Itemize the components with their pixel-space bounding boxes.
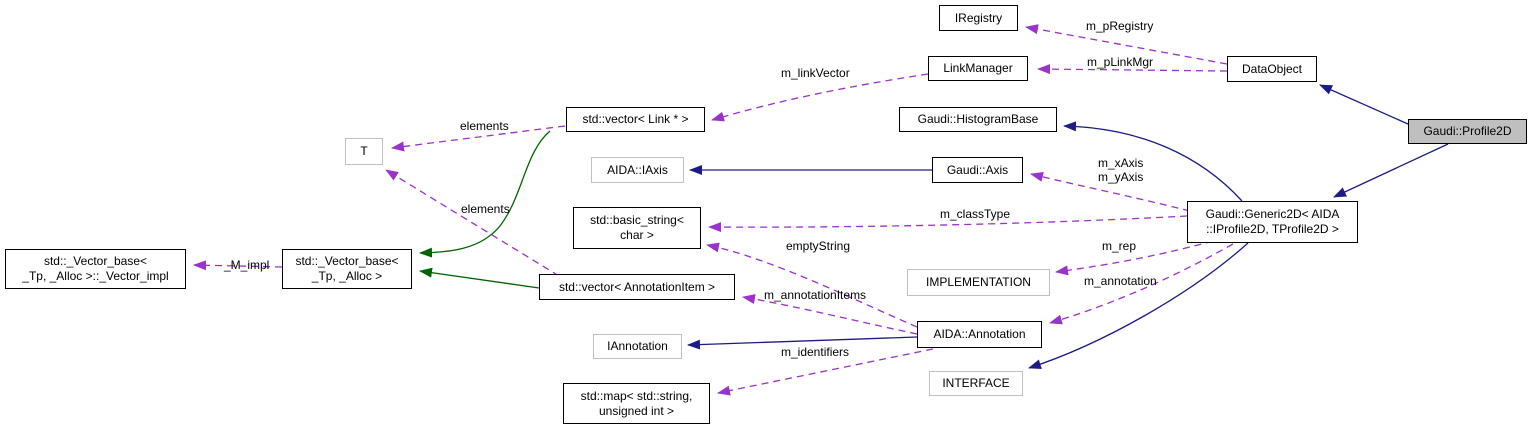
edge-label-m-identifiers: m_identifiers: [781, 345, 850, 359]
node-std-map[interactable]: std::map< std::string, unsigned int >: [563, 383, 710, 424]
node-std-vector-annotationitem[interactable]: std::vector< AnnotationItem >: [539, 274, 735, 300]
edge-m-plinkmgr: [1037, 64, 1228, 75]
node-aida-iaxis[interactable]: AIDA::IAxis: [591, 157, 684, 183]
edge-label-m-linkvector: m_linkVector: [781, 66, 850, 80]
edge-label-m-annotationitems: m_annotationItems: [764, 288, 867, 302]
edge-m-classtype: [708, 215, 1188, 233]
edge-label-elements-link: elements: [460, 119, 509, 133]
node-gaudi-histogrambase[interactable]: Gaudi::HistogramBase: [899, 107, 1057, 132]
edge-elements-link: [391, 125, 566, 152]
edge-inherit-generic2d-interface: [1028, 242, 1249, 370]
edge-label-elements-annotation: elements: [461, 202, 510, 216]
edge-m-annotationitems: [742, 294, 918, 335]
edge-inherit-profile2d-dataobject: [1319, 84, 1409, 125]
node-t[interactable]: T: [345, 138, 383, 165]
edge-inherit-profile2d-generic2d: [1333, 143, 1449, 198]
edge-inherit-annotation-iannotation: [687, 336, 918, 350]
edge-m-axes: [1030, 171, 1191, 212]
edge-label-m-annotation: m_annotation: [1084, 274, 1157, 288]
node-std-vector-base-impl[interactable]: std::_Vector_base< _Tp, _Alloc >::_Vecto…: [5, 249, 186, 289]
node-iregistry[interactable]: IRegistry: [939, 5, 1018, 31]
edge-label-m-rep: m_rep: [1102, 239, 1137, 253]
edge-label-emptystring: emptyString: [786, 239, 851, 253]
node-interface[interactable]: INTERFACE: [929, 371, 1023, 396]
edge-m-annotation: [1049, 243, 1234, 325]
node-dataobject[interactable]: DataObject: [1227, 56, 1317, 82]
node-iannotation[interactable]: IAnnotation: [593, 334, 682, 359]
edge-label-m-classtype: m_classType: [940, 207, 1011, 221]
node-linkmanager[interactable]: LinkManager: [928, 56, 1028, 81]
edge-m-impl: [193, 260, 283, 271]
edge-label-m-impl: _M_impl: [224, 258, 270, 272]
edge-emptystring: [706, 242, 918, 328]
node-aida-annotation[interactable]: AIDA::Annotation: [917, 321, 1042, 348]
edge-label-m-plinkmgr: m_pLinkMgr: [1087, 55, 1154, 69]
node-gaudi-profile2d[interactable]: Gaudi::Profile2D: [1408, 119, 1527, 144]
edge-elements-annotation: [385, 169, 560, 277]
node-std-basic-string[interactable]: std::basic_string< char >: [573, 207, 701, 249]
node-std-vector-base[interactable]: std::_Vector_base< _Tp, _Alloc >: [282, 249, 412, 289]
edge-template-vectorannotation-vectorbase: [419, 267, 540, 289]
edge-template-vectorlink-vectorbase: [419, 130, 551, 258]
edge-m-linkvector: [711, 73, 929, 122]
node-std-vector-link[interactable]: std::vector< Link * >: [566, 107, 705, 132]
edge-m-pregistry: [1025, 24, 1228, 65]
edge-label-m-axes: m_xAxis m_yAxis: [1098, 156, 1144, 184]
node-gaudi-generic2d[interactable]: Gaudi::Generic2D< AIDA ::IProfile2D, TPr…: [1187, 201, 1358, 243]
node-implementation[interactable]: IMPLEMENTATION: [907, 269, 1050, 296]
edge-m-identifiers: [717, 348, 934, 396]
edge-inherit-generic2d-histogrambase: [1063, 121, 1243, 202]
edge-m-rep: [1055, 240, 1214, 276]
node-gaudi-axis[interactable]: Gaudi::Axis: [932, 157, 1023, 183]
edge-label-m-pregistry: m_pRegistry: [1086, 19, 1154, 33]
